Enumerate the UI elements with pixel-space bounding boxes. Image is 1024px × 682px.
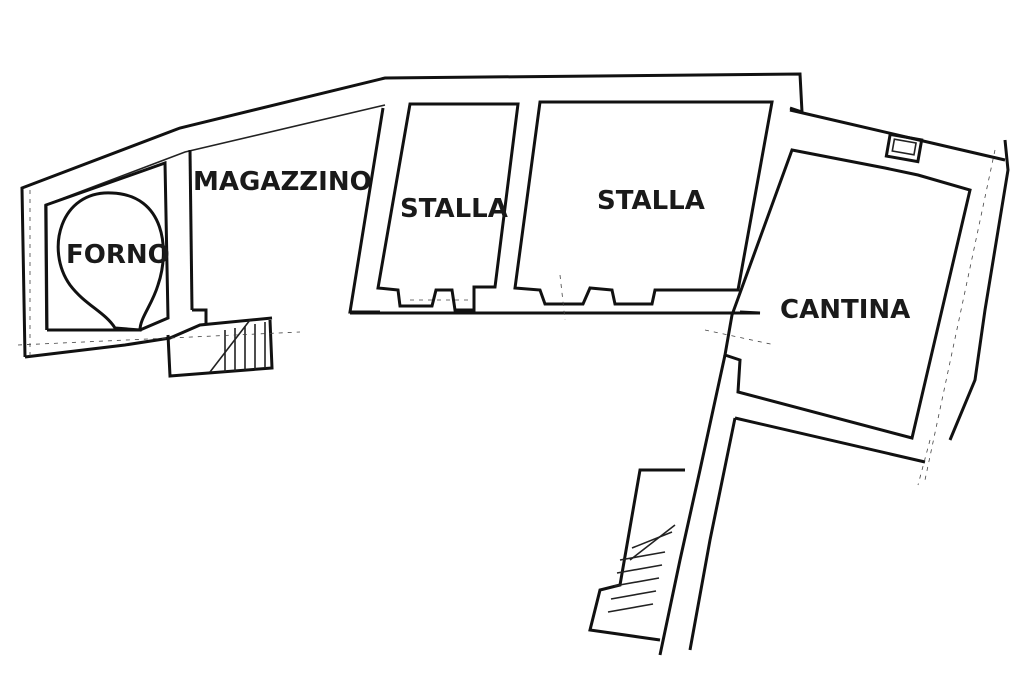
corridor-west-wall bbox=[658, 354, 727, 656]
cantina-walls bbox=[723, 148, 972, 440]
stalla-2-walls bbox=[513, 100, 774, 306]
room-label-forno: FORNO bbox=[66, 240, 170, 270]
inner-wall-main bbox=[44, 104, 386, 331]
bottom-wall-central bbox=[350, 310, 761, 315]
construction-lines bbox=[17, 149, 996, 486]
stair-south-steps bbox=[607, 524, 676, 613]
chimney-box bbox=[884, 132, 924, 164]
oven-shape bbox=[56, 191, 165, 332]
chimney-inner bbox=[891, 138, 917, 156]
east-wing-right-wall bbox=[948, 139, 1010, 441]
stair-south bbox=[588, 468, 685, 642]
corridor-east-wall bbox=[688, 417, 737, 651]
bottom-wall-west bbox=[24, 316, 273, 359]
magazzino-south-wall bbox=[192, 308, 208, 325]
east-wing-lower-wall bbox=[734, 416, 926, 464]
room-label-stalla-1: STALLA bbox=[400, 194, 508, 224]
stalla-1-walls bbox=[376, 102, 520, 312]
stair-west bbox=[166, 319, 274, 378]
stair-west-steps bbox=[209, 319, 266, 373]
partition-forno-magazzino bbox=[188, 149, 194, 311]
room-label-stalla-2: STALLA bbox=[597, 186, 705, 216]
room-label-magazzino: MAGAZZINO bbox=[193, 167, 372, 197]
room-label-cantina: CANTINA bbox=[780, 295, 910, 325]
